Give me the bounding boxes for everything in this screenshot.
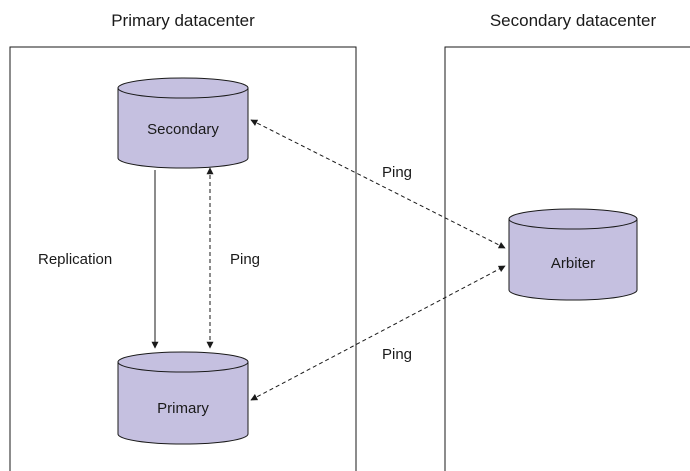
secondary-node-body bbox=[117, 87, 249, 169]
ping-secondary-arbiter-label: Ping bbox=[382, 164, 412, 181]
arbiter-node-label: Arbiter bbox=[551, 255, 595, 272]
secondary-node-top bbox=[117, 77, 249, 99]
primary-node-label: Primary bbox=[157, 400, 209, 417]
ping-internal-label: Ping bbox=[230, 251, 260, 268]
arbiter-node-top bbox=[508, 208, 638, 230]
primary-datacenter-panel bbox=[9, 46, 357, 471]
primary-node: Primary bbox=[117, 351, 249, 445]
primary-datacenter-title: Primary datacenter bbox=[111, 11, 255, 30]
replication-label: Replication bbox=[38, 251, 112, 268]
primary-node-top bbox=[117, 351, 249, 373]
primary-node-body bbox=[117, 361, 249, 445]
secondary-datacenter-title: Secondary datacenter bbox=[490, 11, 657, 30]
secondary-node: Secondary bbox=[117, 77, 249, 169]
arbiter-node: Arbiter bbox=[508, 208, 638, 301]
ping-primary-arbiter-arrow bbox=[250, 265, 506, 401]
secondary-node-label: Secondary bbox=[147, 121, 219, 138]
ping-primary-arbiter-label: Ping bbox=[382, 346, 412, 363]
arbiter-node-body bbox=[508, 218, 638, 301]
ping-secondary-arbiter-arrow bbox=[250, 119, 506, 249]
